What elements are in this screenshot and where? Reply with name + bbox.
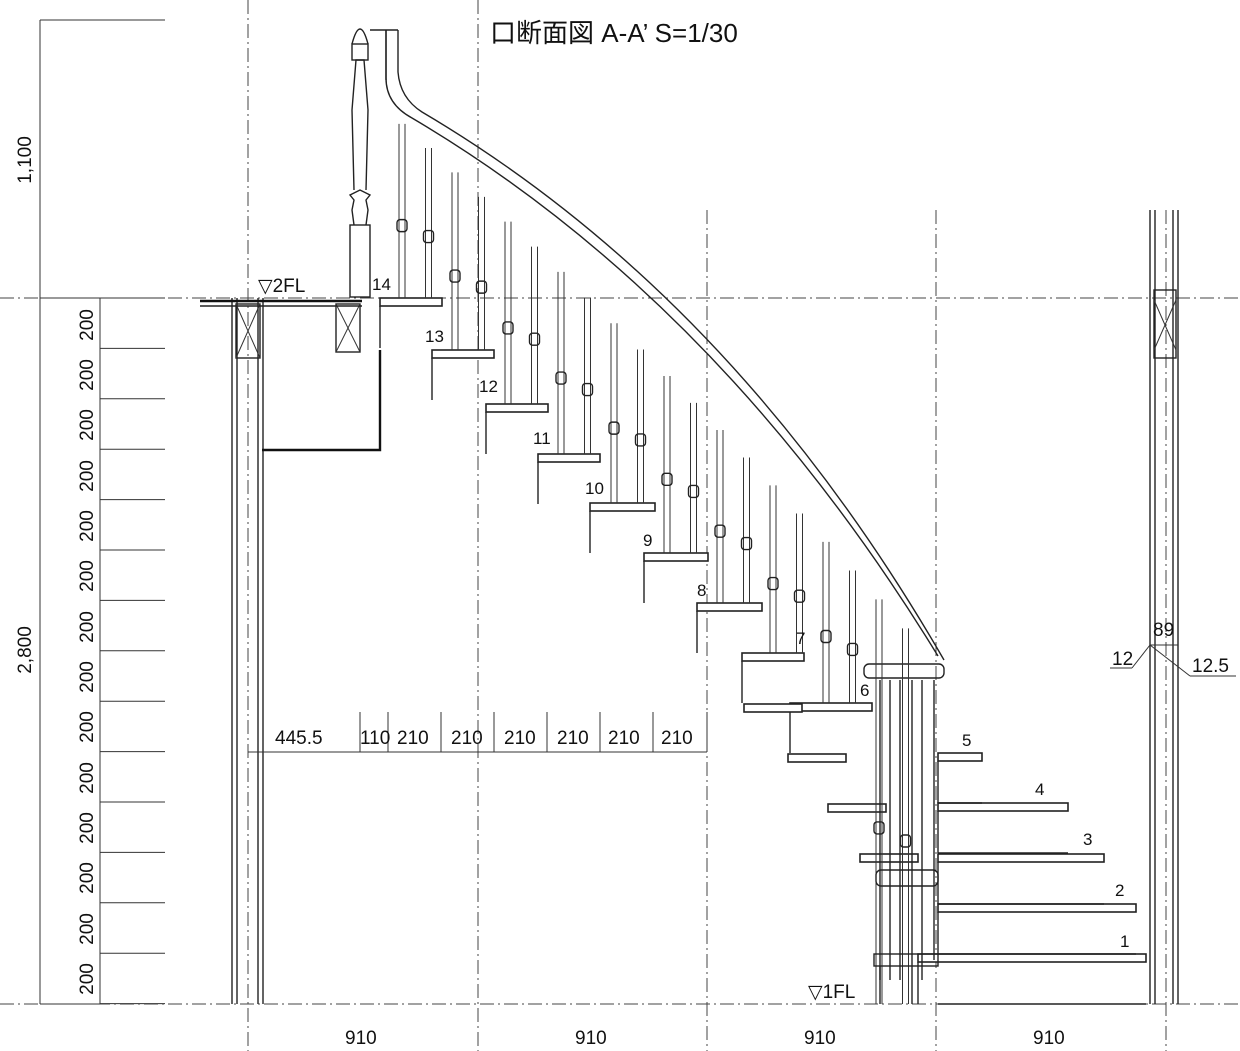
baluster-turning <box>820 629 832 644</box>
balusters <box>396 123 912 1004</box>
riser-height-label: 200 <box>77 611 98 643</box>
riser-height-label: 200 <box>77 359 98 391</box>
baluster-turning <box>555 371 567 385</box>
level-1fl-label: ▽1FL <box>808 982 855 1003</box>
lower-newel-posts <box>873 680 939 1004</box>
dim-210: 210 <box>608 728 640 749</box>
step-number-2: 2 <box>1115 881 1124 900</box>
handrail-height-label: 1,100 <box>15 136 36 184</box>
stair-tread <box>937 752 983 762</box>
grid-span-dimensions: 910 910 910 910 <box>345 1028 1065 1049</box>
baluster-turning <box>767 576 779 591</box>
baluster-turning <box>502 321 514 335</box>
stair-tread <box>485 403 549 413</box>
dim-210: 210 <box>451 728 483 749</box>
stair-tread <box>937 802 1069 812</box>
riser-height-label: 200 <box>77 762 98 794</box>
dim-210: 210 <box>397 728 429 749</box>
baluster-turning <box>608 421 620 435</box>
step-number-14: 14 <box>372 275 391 294</box>
dim-210: 210 <box>661 728 693 749</box>
dim-445-5: 445.5 <box>275 728 323 749</box>
baluster-turning <box>581 382 594 397</box>
stair-tread <box>741 652 805 662</box>
handrail <box>385 30 945 679</box>
baluster-turning <box>873 821 885 835</box>
upper-newel-post <box>348 28 398 298</box>
riser-height-label: 200 <box>77 460 98 492</box>
winder-tread <box>787 753 847 763</box>
step-number-8: 8 <box>697 581 706 600</box>
riser-height-label: 200 <box>77 963 98 995</box>
stair-tread <box>431 349 495 359</box>
dim-210: 210 <box>504 728 536 749</box>
winder-tread <box>743 703 803 713</box>
winder-tread <box>827 803 887 813</box>
riser-height-label: 200 <box>77 711 98 743</box>
left-wall <box>200 298 382 1004</box>
baluster-turning <box>528 332 541 346</box>
stair-tread <box>917 953 1147 963</box>
stair-tread <box>379 297 443 307</box>
span-910: 910 <box>804 1028 836 1049</box>
stair-tread <box>537 453 601 463</box>
baluster-turning <box>422 229 435 244</box>
step-number-10: 10 <box>585 479 604 498</box>
winder-tread <box>859 853 919 863</box>
baluster-turning <box>396 218 408 233</box>
span-910: 910 <box>1033 1028 1065 1049</box>
step-number-13: 13 <box>425 327 444 346</box>
baluster-turning <box>661 472 673 487</box>
total-height-label: 2,800 <box>15 626 36 674</box>
baluster-turning <box>687 484 700 499</box>
step-number-5: 5 <box>962 731 971 750</box>
drawing-title: 口断面図 A-A’ S=1/30 <box>490 18 738 48</box>
stair-tread <box>643 552 709 562</box>
stair-tread <box>937 903 1137 913</box>
riser-height-label: 200 <box>77 409 98 441</box>
step-number-12: 12 <box>479 377 498 396</box>
tread-dimension-chain: 445.5 110 210 210 210 210 210 210 <box>248 712 708 753</box>
stair-tread <box>589 502 656 512</box>
stair-tread <box>696 602 763 612</box>
step-number-3: 3 <box>1083 830 1092 849</box>
baluster-turning <box>846 642 859 657</box>
step-number-1: 1 <box>1120 932 1129 951</box>
baluster-turning <box>475 280 488 294</box>
level-2fl-label: ▽2FL <box>258 276 305 297</box>
baluster-turning <box>793 589 806 603</box>
right-wall: 89 12 12.5 <box>1110 210 1236 1004</box>
baluster-turning <box>449 269 461 283</box>
riser-height-label: 200 <box>77 309 98 341</box>
step-number-6: 6 <box>860 681 869 700</box>
riser-height-label: 200 <box>77 812 98 844</box>
baluster-turning <box>740 536 753 551</box>
baluster-turning <box>714 524 726 538</box>
riser-height-label: 200 <box>77 913 98 945</box>
wall-right-offset-label: 12.5 <box>1192 656 1229 677</box>
stair-treads <box>379 297 1147 1005</box>
baluster-turning <box>634 433 647 447</box>
dim-110: 110 <box>360 728 390 749</box>
height-dimension-scale: 1,100 2,800 200 200 200 200 200 200 200 … <box>15 19 165 1005</box>
stair-tread <box>937 853 1105 863</box>
step-number-11: 11 <box>533 429 551 448</box>
dim-210: 210 <box>557 728 589 749</box>
riser-height-label: 200 <box>77 862 98 894</box>
span-910: 910 <box>345 1028 377 1049</box>
riser-height-label: 200 <box>77 560 98 592</box>
riser-height-label: 200 <box>77 510 98 542</box>
riser-height-label: 200 <box>77 661 98 693</box>
step-number-7: 7 <box>796 629 805 648</box>
step-number-9: 9 <box>643 531 652 550</box>
wall-left-offset-label: 12 <box>1112 649 1133 670</box>
wall-thickness-label: 89 <box>1153 620 1174 641</box>
span-910: 910 <box>575 1028 607 1049</box>
step-number-4: 4 <box>1035 780 1044 799</box>
